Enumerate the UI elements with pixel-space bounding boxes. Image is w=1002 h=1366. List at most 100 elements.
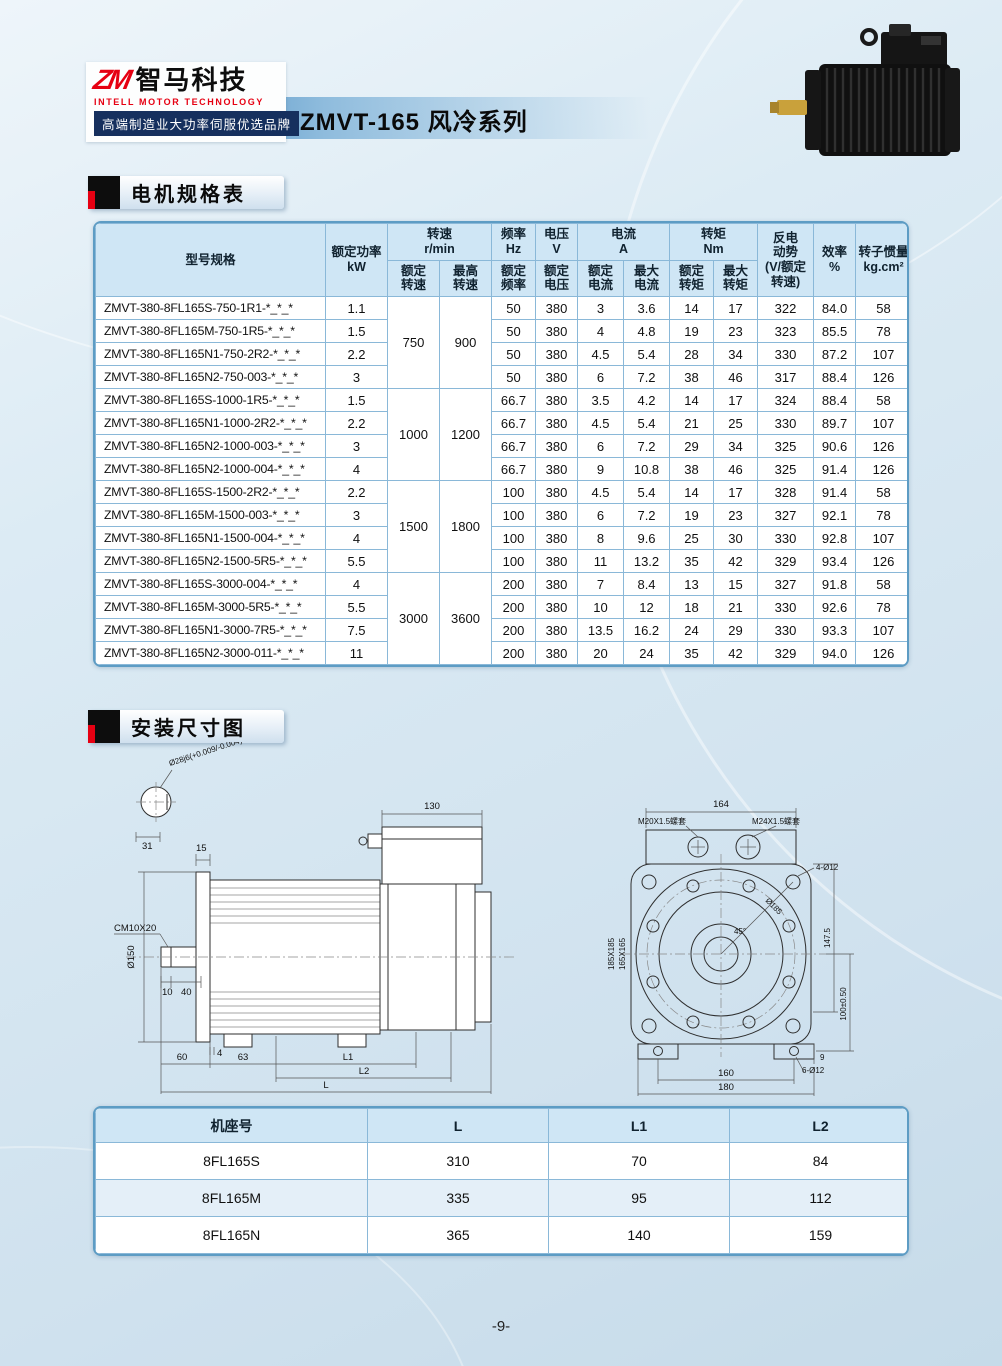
value-cell: 323 [757,319,815,343]
dim-label-L1: L1 [343,1052,354,1063]
label-4xO12: 4-Ø12 [816,863,839,872]
value-cell: 35 [669,641,715,665]
col-header-speed: 转速 r/min [387,223,492,261]
spec-table-header: 型号规格 额定功率 kW 转速 r/min 频率 Hz 电压 V 电流 A 转矩… [95,223,907,297]
dim-label-100: 100±0.50 [839,987,848,1021]
value-cell: 330 [757,595,815,619]
dim-value-cell: 84 [729,1142,907,1180]
value-cell: 18 [669,595,715,619]
spec-table-container: 型号规格 额定功率 kW 转速 r/min 频率 Hz 电压 V 电流 A 转矩… [93,221,909,667]
value-cell: 380 [535,618,578,642]
value-cell: 380 [535,549,578,573]
dim-label-10: 10 [162,987,173,998]
brand-logo-icon: ZM [90,64,132,96]
value-cell: 200 [491,595,536,619]
dim-value-cell: 70 [548,1142,730,1180]
value-cell: 1.5 [325,319,388,343]
value-cell: 2.2 [325,342,388,366]
value-cell: 21 [669,411,715,435]
col-header-emf: 反电 动势 (V/额定 转速) [757,223,815,297]
value-cell: 24 [669,618,715,642]
value-cell: 107 [855,618,907,642]
model-cell: ZMVT-380-8FL165S-1000-1R5-*_*_* [95,388,326,412]
value-cell: 3 [577,296,624,320]
dim-value-cell: 159 [729,1216,907,1254]
speed-cell: 1500 [387,480,440,573]
dim-value-cell: 335 [367,1179,549,1217]
dim-label-thread: CM10X20 [114,923,156,934]
value-cell: 38 [669,457,715,481]
value-cell: 46 [713,365,759,389]
frame-size-cell: 8FL165M [95,1179,368,1217]
value-cell: 4 [325,526,388,550]
col-header-freq: 频率 Hz [491,223,536,261]
value-cell: 322 [757,296,815,320]
value-cell: 11 [577,549,624,573]
value-cell: 6 [577,434,624,458]
col-header-rated-torque: 额定 转矩 [669,259,715,297]
value-cell: 2.2 [325,411,388,435]
col-header-max-torque: 最大 转矩 [713,259,759,297]
model-cell: ZMVT-380-8FL165N2-750-003-*_*_* [95,365,326,389]
motor-product-image [770,24,960,156]
value-cell: 317 [757,365,815,389]
model-cell: ZMVT-380-8FL165N1-750-2R2-*_*_* [95,342,326,366]
value-cell: 6 [577,365,624,389]
dim-label-15: 15 [196,843,207,854]
value-cell: 126 [855,434,907,458]
col-header-frame: 机座号 [95,1108,368,1143]
value-cell: 327 [757,572,815,596]
value-cell: 329 [757,641,815,665]
value-cell: 85.5 [813,319,857,343]
page-number: -9- [491,1318,511,1335]
dim-value-cell: 95 [548,1179,730,1217]
value-cell: 4.5 [577,480,624,504]
value-cell: 38 [669,365,715,389]
value-cell: 4.5 [577,342,624,366]
value-cell: 34 [713,342,759,366]
model-cell: ZMVT-380-8FL165N2-1000-004-*_*_* [95,457,326,481]
corner-holes [641,874,801,1034]
value-cell: 330 [757,411,815,435]
section-title-dims: 安装尺寸图 [131,718,246,740]
value-cell: 30 [713,526,759,550]
value-cell: 15 [713,572,759,596]
value-cell: 58 [855,388,907,412]
speed-cell: 1800 [439,480,492,573]
value-cell: 5.4 [622,411,671,435]
value-cell: 87.2 [813,342,857,366]
col-header-power: 额定功率 kW [325,223,388,297]
value-cell: 34 [713,434,759,458]
value-cell: 4.5 [577,411,624,435]
brand-name-en: INTELL MOTOR TECHNOLOGY [94,96,264,107]
speed-cell: 1200 [439,388,492,481]
value-cell: 16.2 [622,618,671,642]
value-cell: 66.7 [491,388,536,412]
value-cell: 91.8 [813,572,857,596]
value-cell: 380 [535,319,578,343]
value-cell: 10.8 [622,457,671,481]
value-cell: 35 [669,549,715,573]
dim-label-L: L [323,1080,328,1091]
front-view-drawing: 164 M20X1.5螺套 M24X1.5螺套 4-Ø12 Ø185 45° 1… [607,799,854,1096]
section-title-spec: 电机规格表 [131,184,246,206]
dim-label-63: 63 [238,1052,249,1063]
value-cell: 29 [713,618,759,642]
brand-tagline: 高端制造业大功率伺服优选品牌 [94,110,300,136]
label-m24: M24X1.5螺套 [752,816,800,826]
dim-label-9: 9 [820,1053,825,1062]
dim-label-150: Ø150 [126,945,137,968]
value-cell: 330 [757,526,815,550]
value-cell: 380 [535,457,578,481]
value-cell: 126 [855,549,907,573]
value-cell: 3.6 [622,296,671,320]
value-cell: 42 [713,641,759,665]
col-header-max-speed: 最高 转速 [439,259,492,297]
company-logo: ZM 智马科技 INTELL MOTOR TECHNOLOGY 高端制造业大功率… [86,62,300,142]
col-header-rated-freq: 额定 频率 [491,259,536,297]
value-cell: 50 [491,342,536,366]
